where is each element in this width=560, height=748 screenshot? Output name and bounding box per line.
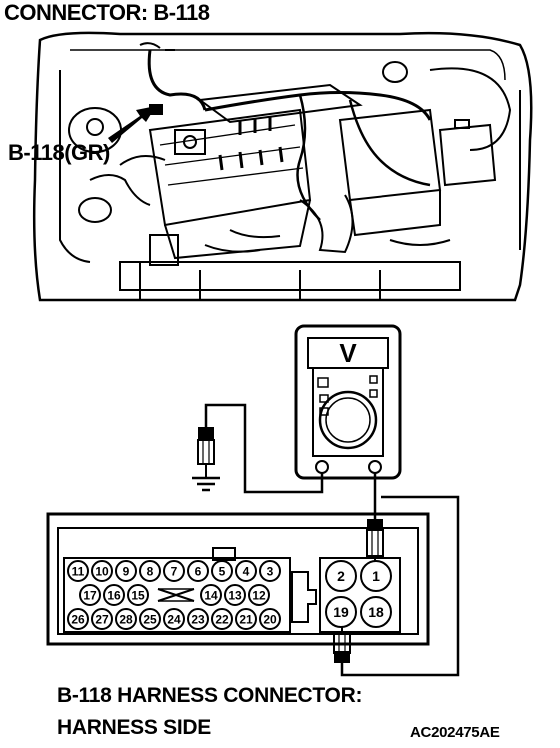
pin-label: 21 bbox=[239, 612, 253, 626]
pin-3: 3 bbox=[259, 560, 281, 582]
pin-2: 2 bbox=[325, 560, 357, 592]
pin-1: 1 bbox=[360, 560, 392, 592]
pin-label: 23 bbox=[191, 612, 205, 626]
harness-connector-body bbox=[46, 512, 430, 646]
engine-bay-illustration bbox=[32, 31, 533, 302]
pin-label: 9 bbox=[123, 564, 130, 578]
pin-label: 2 bbox=[337, 568, 345, 584]
pin-10: 10 bbox=[91, 560, 113, 582]
pin-label: 11 bbox=[72, 564, 85, 578]
pin-label: 22 bbox=[215, 612, 229, 626]
pin-6: 6 bbox=[187, 560, 209, 582]
pin-7: 7 bbox=[163, 560, 185, 582]
pin-16: 16 bbox=[103, 584, 125, 606]
pin-label: 15 bbox=[131, 588, 145, 602]
pin-23: 23 bbox=[187, 608, 209, 630]
pin-label: 3 bbox=[267, 564, 274, 578]
caption-line-2: HARNESS SIDE bbox=[57, 716, 211, 739]
pin-label: 7 bbox=[171, 564, 178, 578]
pin-label: 5 bbox=[219, 564, 226, 578]
pin-label: 25 bbox=[143, 612, 157, 626]
pin-26: 26 bbox=[67, 608, 89, 630]
callout-arrow bbox=[108, 106, 156, 143]
pin-label: 28 bbox=[119, 612, 133, 626]
pin-21: 21 bbox=[235, 608, 257, 630]
voltmeter bbox=[294, 324, 402, 480]
ground-symbol bbox=[192, 476, 220, 492]
pin-label: 8 bbox=[147, 564, 154, 578]
pin-27: 27 bbox=[91, 608, 113, 630]
pin-label: 20 bbox=[263, 612, 277, 626]
pin-13: 13 bbox=[224, 584, 246, 606]
pin-label: 27 bbox=[95, 612, 109, 626]
pin-19: 19 bbox=[325, 596, 357, 628]
pin-24: 24 bbox=[163, 608, 185, 630]
pin-label: 19 bbox=[333, 604, 349, 620]
probe-wires bbox=[204, 403, 460, 677]
pin-label: 18 bbox=[368, 604, 384, 620]
ground-probe bbox=[197, 427, 215, 478]
pin-17: 17 bbox=[79, 584, 101, 606]
pin-label: 10 bbox=[95, 564, 109, 578]
pin-12: 12 bbox=[248, 584, 270, 606]
pin-28: 28 bbox=[115, 608, 137, 630]
pin-15: 15 bbox=[127, 584, 149, 606]
pin-label: 14 bbox=[204, 588, 218, 602]
pin-25: 25 bbox=[139, 608, 161, 630]
pin-11: 11 bbox=[67, 560, 89, 582]
pin-label: 26 bbox=[71, 612, 85, 626]
caption-line-1: B-118 HARNESS CONNECTOR: bbox=[57, 684, 363, 707]
pin-5: 5 bbox=[211, 560, 233, 582]
pin-22: 22 bbox=[211, 608, 233, 630]
pin-18: 18 bbox=[360, 596, 392, 628]
figure-code: AC202475AE bbox=[410, 724, 500, 741]
pin-label: 24 bbox=[167, 612, 181, 626]
pin-label: 16 bbox=[107, 588, 121, 602]
pin-label: 17 bbox=[83, 588, 97, 602]
pin-label: 4 bbox=[243, 564, 250, 578]
pin-9: 9 bbox=[115, 560, 137, 582]
pin-4: 4 bbox=[235, 560, 257, 582]
meter-display-v: V bbox=[339, 338, 357, 368]
pin-14: 14 bbox=[200, 584, 222, 606]
pin-8: 8 bbox=[139, 560, 161, 582]
pin-label: 13 bbox=[228, 588, 242, 602]
pin-label: 6 bbox=[195, 564, 202, 578]
pin-20: 20 bbox=[259, 608, 281, 630]
pin-label: 12 bbox=[252, 588, 266, 602]
pin-label: 1 bbox=[372, 568, 380, 584]
figure-title: CONNECTOR: B-118 bbox=[4, 0, 210, 25]
